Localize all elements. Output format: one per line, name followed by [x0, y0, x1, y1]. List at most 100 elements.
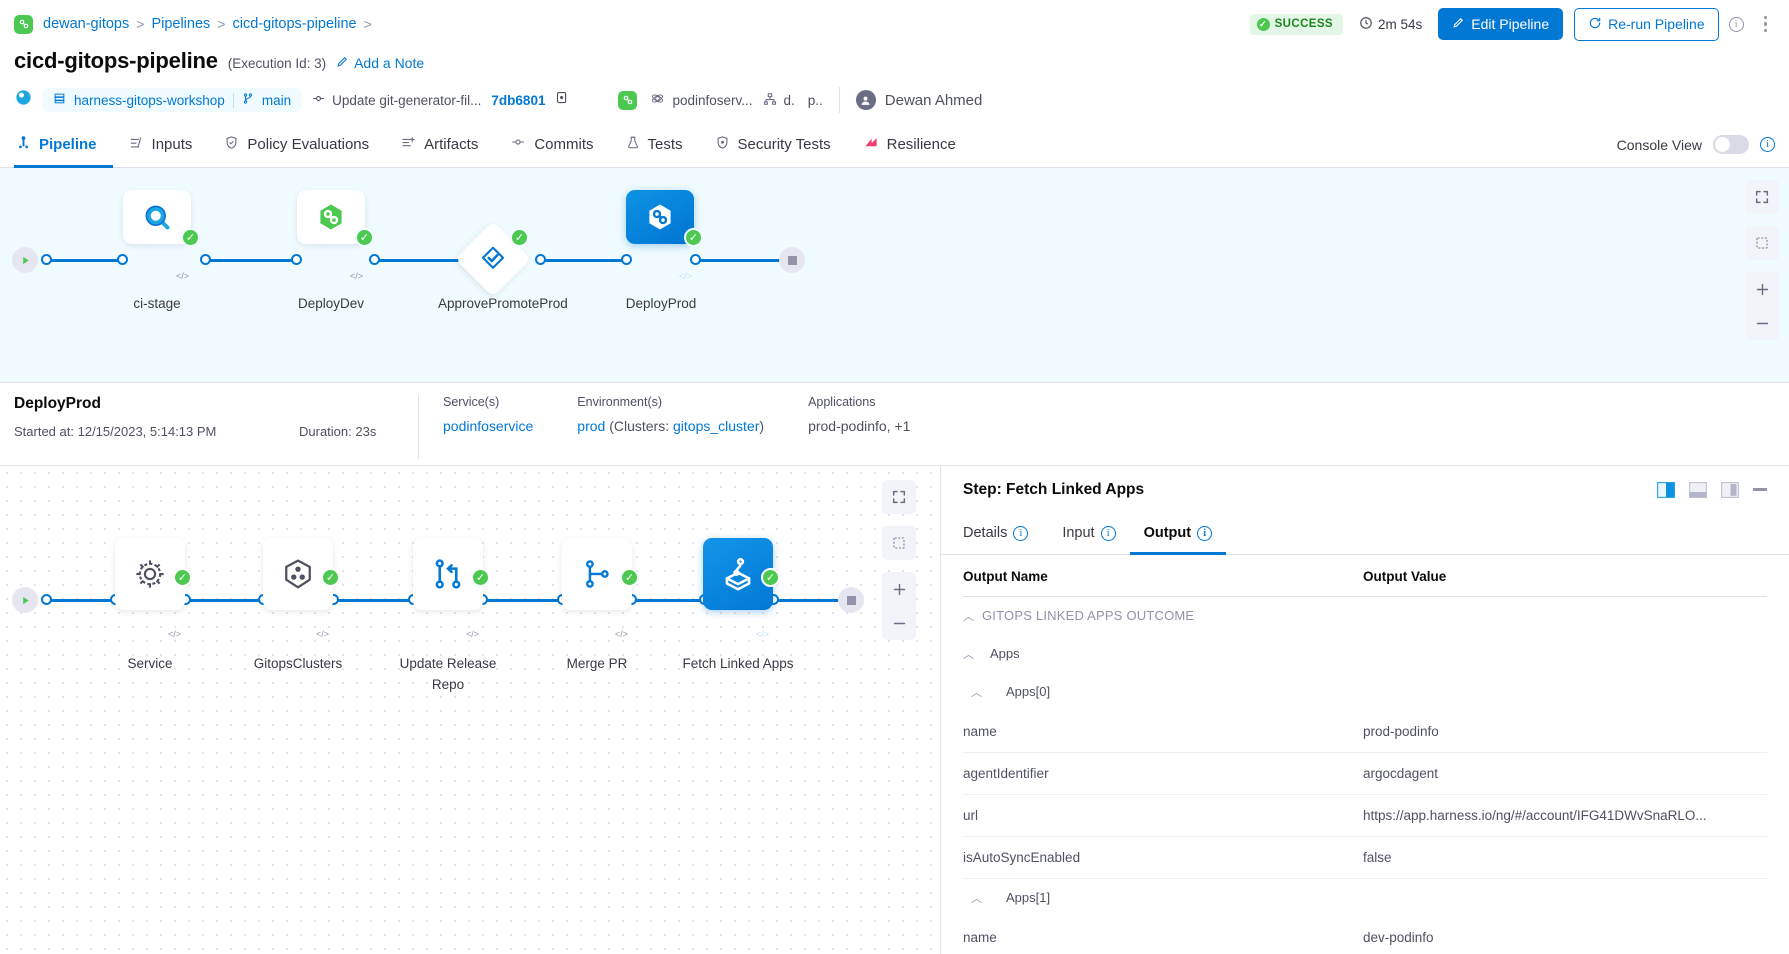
- graph-port: [117, 254, 128, 265]
- started-at-label: Started at:: [14, 424, 74, 439]
- rerun-pipeline-button[interactable]: Re-run Pipeline: [1574, 7, 1719, 41]
- repo-name: harness-gitops-workshop: [74, 92, 225, 108]
- console-view-info-icon[interactable]: i: [1760, 137, 1775, 152]
- fit-to-screen-icon[interactable]: [1745, 226, 1779, 260]
- code-icon[interactable]: </>: [679, 271, 693, 281]
- code-icon[interactable]: </>: [316, 629, 330, 639]
- fullscreen-icon[interactable]: [1745, 180, 1779, 214]
- breadcrumb-item-pipeline[interactable]: cicd-gitops-pipeline: [232, 16, 357, 32]
- page-title: cicd-gitops-pipeline: [14, 48, 218, 73]
- table-row: isAutoSyncEnabled false: [963, 836, 1767, 879]
- environment-value[interactable]: prod: [577, 418, 606, 434]
- right-view-icon[interactable]: [1721, 481, 1739, 498]
- output-info-icon[interactable]: i: [1197, 525, 1213, 541]
- rerun-info-icon[interactable]: i: [1728, 16, 1744, 32]
- tab-pipeline[interactable]: Pipeline: [14, 123, 113, 168]
- applications-more[interactable]: +1: [894, 418, 911, 434]
- chevron-up-icon[interactable]: ︿: [963, 649, 974, 661]
- bottom-view-icon[interactable]: [1689, 481, 1707, 498]
- input-info-icon[interactable]: i: [1100, 525, 1116, 541]
- tab-tests[interactable]: Tests: [610, 123, 699, 168]
- stage-graph-controls: [1745, 180, 1779, 340]
- pipeline-icon: [16, 135, 31, 154]
- services-value[interactable]: podinfoservice: [443, 418, 534, 434]
- commit-info[interactable]: Update git-generator-fil...: [311, 92, 481, 108]
- stage-services: Service(s) podinfoservice: [443, 395, 533, 465]
- step-status-success-icon: ✓: [321, 568, 340, 587]
- tab-pipeline-label: Pipeline: [39, 135, 97, 153]
- output-table-container[interactable]: Output Name Output Value ︿GITOPS LINKED …: [941, 555, 1789, 954]
- output-value-link[interactable]: https://app.harness.io/ng/#/account/IFG4…: [1363, 794, 1767, 837]
- repository-icon: [53, 92, 66, 108]
- code-icon[interactable]: </>: [168, 629, 182, 639]
- tab-input[interactable]: Input i: [1048, 514, 1129, 555]
- inputs-icon: [129, 135, 144, 154]
- code-icon[interactable]: </>: [466, 629, 480, 639]
- stage-node-ci-stage[interactable]: [123, 190, 191, 244]
- service-summary[interactable]: podinfoserv...: [650, 91, 753, 109]
- chevron-up-icon[interactable]: ︿: [971, 687, 982, 699]
- code-icon[interactable]: </>: [615, 629, 629, 639]
- details-info-icon[interactable]: i: [1013, 525, 1029, 541]
- cluster-value[interactable]: gitops_cluster: [673, 418, 760, 434]
- bottom-split: ✓ </> Service ✓ </> GitopsClusters: [0, 466, 1789, 954]
- table-row[interactable]: ︿Apps[1]: [963, 879, 1767, 918]
- code-icon[interactable]: </>: [350, 271, 364, 281]
- tab-commits[interactable]: Commits: [494, 123, 609, 168]
- zoom-in-icon[interactable]: [1745, 272, 1779, 306]
- code-icon[interactable]: </>: [756, 629, 770, 639]
- zoom-in-icon[interactable]: [882, 572, 916, 606]
- code-icon[interactable]: </>: [176, 271, 190, 281]
- step-node-label: Update Release Repo: [399, 656, 497, 692]
- tab-resilience[interactable]: Resilience: [847, 123, 972, 168]
- user-name: Dewan Ahmed: [884, 91, 983, 109]
- commit-hash[interactable]: 7db6801: [491, 92, 546, 108]
- execution-meta-row: harness-gitops-workshop main Update git-…: [0, 82, 1789, 122]
- fullscreen-icon[interactable]: [882, 480, 916, 514]
- repo-branch-chip[interactable]: harness-gitops-workshop main: [43, 88, 302, 112]
- edit-pipeline-button[interactable]: Edit Pipeline: [1438, 8, 1564, 40]
- output-name: agentIdentifier: [963, 752, 1363, 795]
- copy-icon[interactable]: [555, 90, 570, 110]
- chip-divider: [232, 92, 234, 108]
- breadcrumb-item-pipelines[interactable]: Pipelines: [151, 16, 211, 32]
- tab-security-tests[interactable]: Security Tests: [699, 123, 847, 168]
- tab-details[interactable]: Details i: [963, 514, 1048, 555]
- split-view-icon[interactable]: [1657, 481, 1675, 498]
- chevron-up-icon[interactable]: ︿: [971, 893, 982, 905]
- tab-policy-evaluations-label: Policy Evaluations: [247, 135, 370, 153]
- tab-inputs[interactable]: Inputs: [113, 123, 209, 168]
- environment-summary[interactable]: d. p..: [763, 92, 823, 109]
- tab-output[interactable]: Output i: [1129, 514, 1227, 555]
- add-note-button[interactable]: Add a Note: [336, 55, 424, 71]
- minimize-icon[interactable]: [1753, 488, 1767, 491]
- tab-artifacts[interactable]: Artifacts: [385, 123, 494, 168]
- breadcrumb-item-account[interactable]: dewan-gitops: [43, 16, 130, 32]
- output-table-header-row: Output Name Output Value: [963, 555, 1767, 597]
- stage-graph[interactable]: ✓ </> ci-stage ✓ </> DeployDev: [0, 168, 1789, 383]
- table-row[interactable]: ︿Apps[0]: [963, 673, 1767, 711]
- chevron-up-icon[interactable]: ︿: [963, 611, 974, 623]
- fit-to-screen-icon[interactable]: [882, 526, 916, 560]
- tab-policy-evaluations[interactable]: Policy Evaluations: [208, 123, 385, 168]
- graph-port: [41, 254, 52, 265]
- environment-short: d.: [783, 92, 795, 108]
- stage-node-deployprod[interactable]: [626, 190, 694, 244]
- table-row[interactable]: ︿GITOPS LINKED APPS OUTCOME: [963, 597, 1767, 636]
- table-row[interactable]: ︿Apps: [963, 635, 1767, 673]
- stage-node-label: DeployProd: [625, 296, 697, 311]
- step-status-success-icon: ✓: [471, 568, 490, 587]
- step-graph[interactable]: ✓ </> Service ✓ </> GitopsClusters: [0, 466, 941, 954]
- stage-info-subline: Started at: 12/15/2023, 5:14:13 PM Durat…: [14, 424, 394, 439]
- tab-inputs-label: Inputs: [151, 135, 193, 153]
- zoom-out-icon[interactable]: [882, 606, 916, 640]
- zoom-out-icon[interactable]: [1745, 306, 1779, 340]
- more-options-icon[interactable]: [1760, 12, 1771, 36]
- output-name: name: [963, 917, 1363, 954]
- status-badge: ✓ SUCCESS: [1249, 13, 1343, 35]
- step-nodes: ✓ </> Service ✓ </> GitopsClusters: [0, 538, 940, 728]
- console-view-toggle[interactable]: [1713, 135, 1749, 154]
- stage-node-deploydev[interactable]: [297, 190, 365, 244]
- details-tabs: Details i Input i Output i: [941, 513, 1789, 555]
- executed-by-user: Dewan Ahmed: [855, 90, 983, 110]
